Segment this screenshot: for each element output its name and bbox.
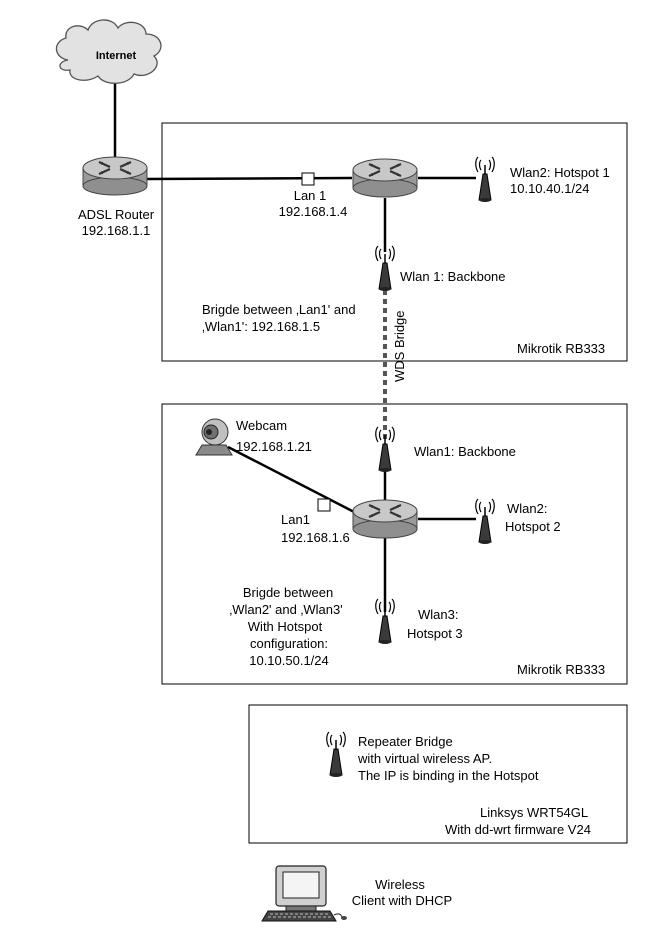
m2-wlan2-line1: Wlan2: <box>507 501 547 516</box>
m2-bridge-line2: ‚Wlan2' and ‚Wlan3' <box>229 602 342 617</box>
webcam-icon <box>195 418 233 456</box>
lan1-wire <box>145 176 353 181</box>
m2-lan1-port-icon <box>317 498 331 512</box>
backbone1-antenna-icon <box>375 245 395 292</box>
backbone2-antenna-icon <box>375 426 395 473</box>
m1-lan1-ip: 192.168.1.4 <box>279 204 348 219</box>
m2-webcam-name: Webcam <box>236 418 287 433</box>
mikrotik1-box <box>161 122 628 362</box>
m1-bridge-line1: Brigde between ‚Lan1' and <box>202 302 356 317</box>
linksys-box <box>248 704 628 844</box>
client-line1: Wireless <box>375 877 425 892</box>
client-line2: Client with DHCP <box>352 893 452 908</box>
repeater-line1: Repeater Bridge <box>358 734 453 749</box>
linksys-device-line2: With dd-wrt firmware V24 <box>445 822 591 837</box>
m2-bridge-line5: 10.10.50.1/24 <box>249 653 329 668</box>
m1-wlan2-name: Wlan2: Hotspot 1 <box>510 165 610 180</box>
repeater-line3: The IP is binding in the Hotspot <box>358 768 539 783</box>
internet-cloud-icon <box>55 19 162 84</box>
adsl-router-icon <box>81 155 149 197</box>
m2-bridge-line1: Brigde between <box>243 585 333 600</box>
repeater-antenna-icon <box>326 731 346 778</box>
linksys-device-line1: Linksys WRT54GL <box>480 805 588 820</box>
hotspot1-antenna-icon <box>475 156 495 203</box>
internet-label: Internet <box>96 50 137 62</box>
webcam-wire <box>227 445 359 516</box>
hotspot2-antenna-icon <box>475 498 495 545</box>
computer-icon <box>261 865 347 922</box>
repeater-line2: with virtual wireless AP. <box>357 751 492 766</box>
m2-wlan3-line1: Wlan3: <box>418 607 458 622</box>
m1-lan1-name: Lan 1 <box>294 188 327 203</box>
m2-wlan2-line2: Hotspot 2 <box>505 519 561 534</box>
m1-bridge-line2: ‚Wlan1': 192.168.1.5 <box>202 319 320 334</box>
mikrotik1-router-icon <box>351 157 419 199</box>
m1-wlan2-ip: 10.10.40.1/24 <box>510 181 590 196</box>
m2-lan1-name: Lan1 <box>281 512 310 527</box>
m2-device-label: Mikrotik RB333 <box>517 662 605 677</box>
m2-bridge-line4: configuration: <box>250 636 328 651</box>
lan1-port-icon <box>301 172 315 186</box>
adsl-router-ip: 192.168.1.1 <box>82 223 151 238</box>
m2-wlan1-name: Wlan1: Backbone <box>414 444 516 459</box>
m2-webcam-ip: 192.168.1.21 <box>236 439 312 454</box>
mikrotik2-router-icon <box>351 498 419 540</box>
m2-bridge-line3: With Hotspot <box>248 619 323 634</box>
wds-bridge-label: WDS Bridge <box>392 310 407 382</box>
m2-lan1-ip: 192.168.1.6 <box>281 530 350 545</box>
m1-device-label: Mikrotik RB333 <box>517 341 605 356</box>
m2-wlan3-line2: Hotspot 3 <box>407 626 463 641</box>
m1-wlan1-name: Wlan 1: Backbone <box>400 269 506 284</box>
mikrotik2-box <box>161 403 628 685</box>
adsl-router-name: ADSL Router <box>78 207 155 222</box>
